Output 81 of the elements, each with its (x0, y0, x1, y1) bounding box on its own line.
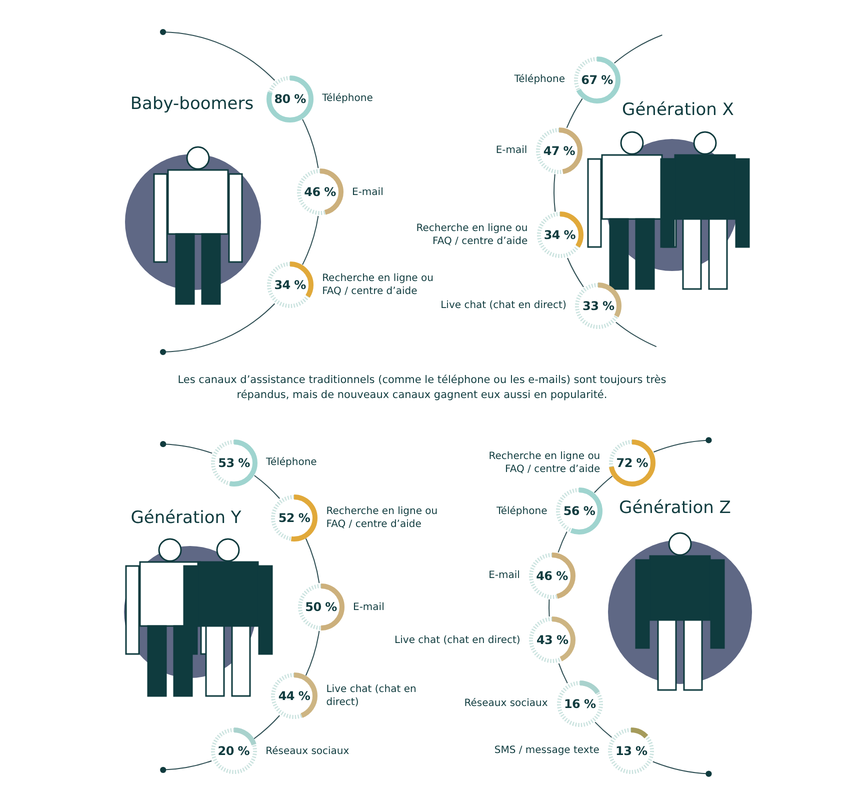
channel-label: Live chat (chat en direct) (394, 634, 520, 647)
connector-line (554, 174, 556, 212)
percentage-value: 16 % (564, 696, 596, 711)
percentage-gauge (270, 494, 318, 542)
connector-line (558, 662, 568, 684)
percentage-value: 53 % (218, 456, 250, 470)
percentage-gauge (536, 211, 584, 260)
connector-line (160, 28, 276, 81)
connector-line (548, 598, 550, 617)
channel-label: Live chat (chat en direct) (326, 683, 418, 710)
connector-line (160, 760, 212, 773)
channel-label: Téléphone (322, 92, 374, 106)
connector-line (652, 761, 712, 777)
generation-heading: Baby-boomers (130, 94, 254, 114)
connector-line (614, 34, 663, 64)
channel-label: Réseaux sociaux (463, 697, 548, 710)
percentage-value: 20 % (218, 744, 250, 758)
percentage-gauge (556, 680, 604, 728)
percentage-value: 43 % (536, 633, 568, 648)
connector-line (160, 441, 213, 454)
percentage-gauge (607, 726, 656, 775)
percentage-gauge (266, 74, 314, 123)
percentage-value: 44 % (278, 689, 310, 704)
generation-heading: Génération X (622, 100, 734, 120)
channel-label: E-mail (488, 569, 520, 582)
percentage-value: 46 % (536, 568, 568, 583)
percentage-value: 34 % (544, 228, 576, 242)
channel-label: E-mail (352, 186, 384, 198)
percentage-gauge (266, 261, 314, 310)
connector-line (302, 215, 319, 266)
percentage-value: 46 % (304, 185, 336, 199)
connector-line (305, 538, 320, 584)
percentage-gauge (573, 56, 622, 104)
channel-label: Recherche en ligne ou FAQ / centre d’aide (326, 504, 439, 531)
percentage-value: 56 % (563, 504, 596, 518)
summary-text: Les canaux d’assistance traditionnels (comme le téléphone ou les e-mails) sont toujours très répandus, mais de nouveaux canaux gagnent eux aussi en popularité. (176, 373, 668, 403)
percentage-value: 80 % (274, 92, 306, 106)
percentage-value: 13 % (616, 744, 648, 758)
connector-line (594, 476, 613, 494)
percentage-gauge (296, 168, 344, 216)
percentage-gauge (555, 487, 604, 536)
percentage-gauge (574, 282, 622, 330)
percentage-value: 50 % (305, 600, 337, 614)
percentage-value: 67 % (581, 72, 613, 87)
percentage-gauge (210, 438, 258, 487)
channel-label: Téléphone (266, 456, 318, 470)
generation-heading: Génération Y (130, 508, 242, 528)
connector-line (566, 98, 583, 128)
channel-label: Recherche en ligne ou FAQ / centre d’aide (415, 222, 528, 248)
channel-label: Téléphone (495, 504, 548, 518)
connector-line (254, 715, 280, 740)
channel-label: Téléphone (513, 73, 566, 86)
channel-label: SMS / message texte (493, 744, 600, 758)
connector-line (594, 722, 612, 738)
channel-label: Live chat (chat en direct) (440, 299, 566, 312)
percentage-value: 33 % (582, 298, 614, 313)
connector-line (302, 118, 319, 169)
connector-line (305, 630, 320, 676)
percentage-value: 72 % (616, 456, 648, 470)
percentage-gauge (535, 126, 584, 175)
channel-label: Recherche en ligne ou FAQ / centre d’aide (488, 450, 600, 476)
connector-line (653, 437, 712, 452)
channel-label: E-mail (494, 144, 528, 158)
channel-label: E-mail (353, 600, 386, 614)
percentage-value: 47 % (543, 144, 576, 158)
percentage-value: 52 % (278, 510, 310, 525)
percentage-gauge (608, 438, 656, 487)
percentage-gauge (210, 727, 258, 776)
connector-line (567, 258, 584, 288)
connector-line (254, 475, 280, 499)
percentage-value: 34 % (274, 278, 306, 292)
percentage-gauge (270, 672, 318, 720)
generation-heading: Génération Z (619, 498, 731, 518)
percentage-gauge (528, 616, 576, 664)
percentage-gauge (297, 583, 345, 631)
channel-label: Recherche en ligne ou FAQ / centre d’aide (322, 272, 434, 298)
connector-line (615, 322, 657, 348)
channel-label: Réseaux sociaux (266, 744, 350, 758)
percentage-gauge (528, 552, 576, 600)
connector-line (160, 303, 276, 356)
connector-line (558, 531, 568, 553)
